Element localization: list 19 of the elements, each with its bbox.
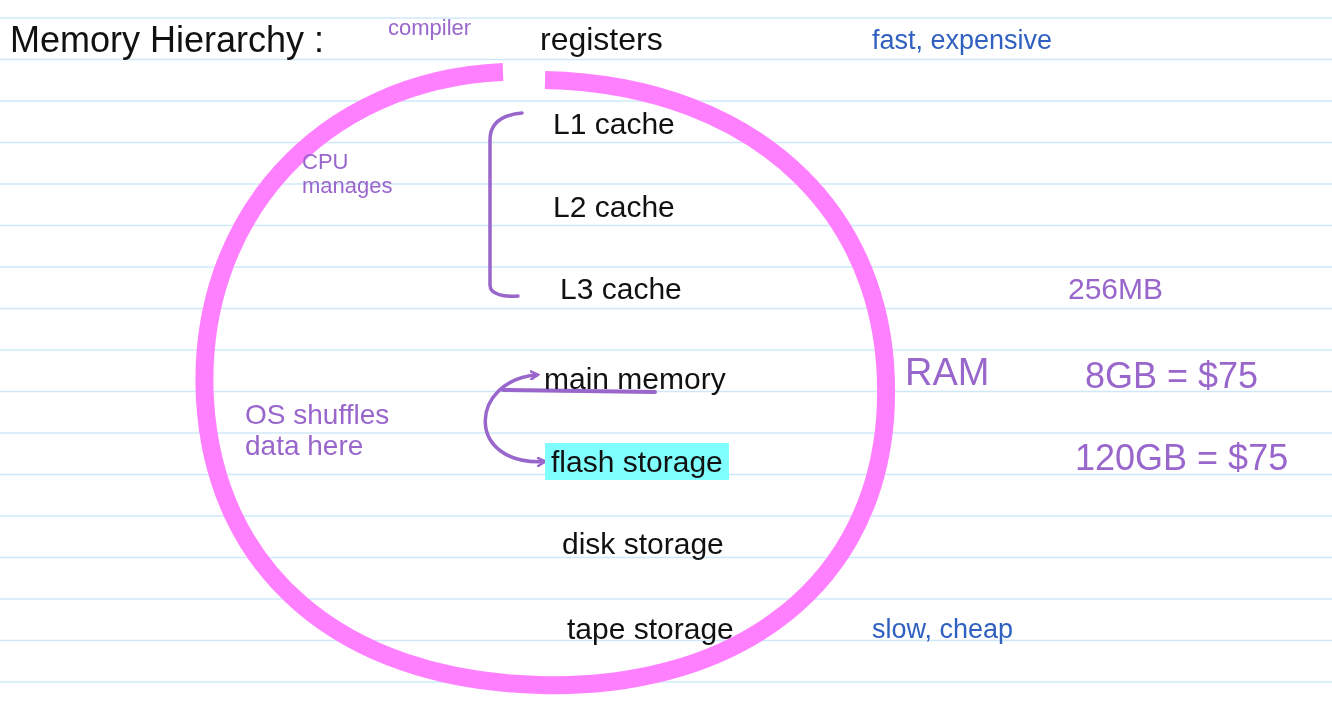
note-text: fast, expensive — [872, 26, 1053, 56]
note-text: L1 cache — [553, 107, 675, 140]
note-text: registers — [540, 22, 663, 58]
note-text: 120GB = $75 — [1075, 438, 1289, 478]
memory-text: main memory — [538, 360, 732, 397]
note-text: 256MB — [1068, 272, 1164, 305]
note-text: compiler — [388, 16, 472, 41]
note-text: tape storage — [567, 612, 734, 645]
note-text: L3 cache — [560, 272, 682, 305]
note-text: RAM — [905, 352, 990, 394]
note-text: slow, cheap — [872, 615, 1014, 645]
note-text: 8GB = $75 — [1085, 356, 1259, 396]
highlighted-text: flash storage — [545, 443, 729, 480]
note-text: OS shuffles data here — [245, 400, 391, 462]
note-text: disk storage — [562, 527, 724, 560]
arrow — [483, 370, 547, 467]
title: Memory Hierarchy : — [10, 20, 325, 60]
note-text: L2 cache — [553, 190, 675, 223]
note-text: CPU manages — [302, 150, 394, 199]
